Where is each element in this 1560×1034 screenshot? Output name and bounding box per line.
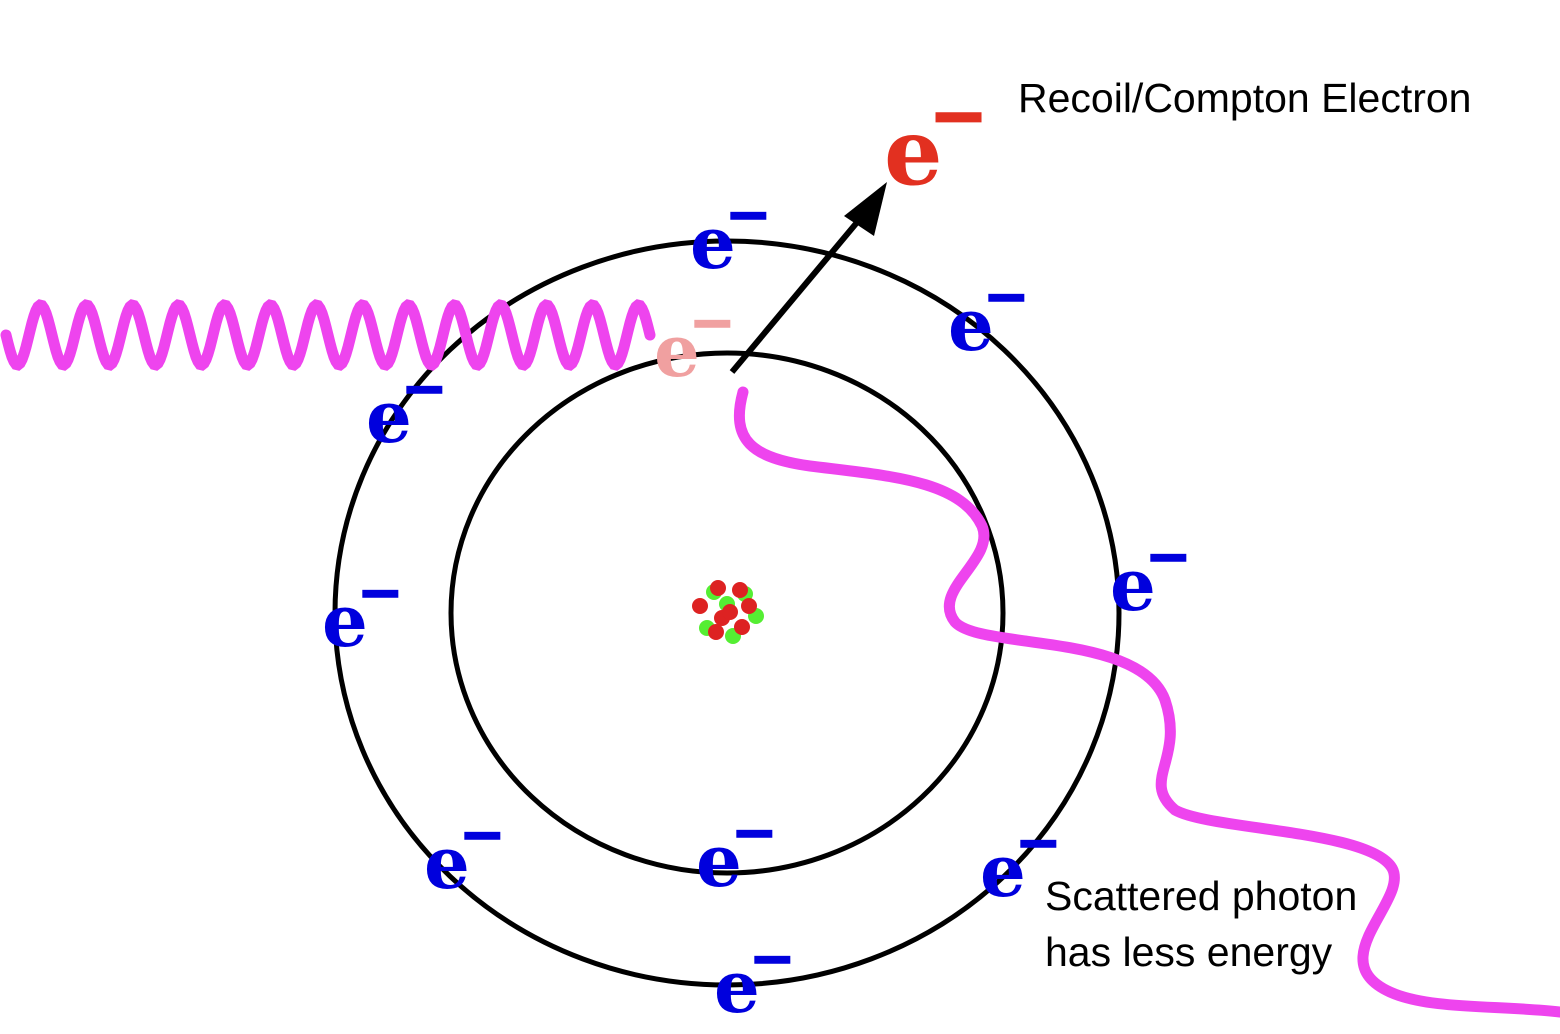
inner-electron-bottom: e (696, 818, 773, 903)
electron-symbol: e (980, 828, 1026, 913)
scattered-photon-label-line2: has less energy (1045, 929, 1333, 975)
electron-symbol: e (1110, 542, 1156, 627)
negative-charge-sign (730, 211, 767, 220)
negative-charge-sign (1150, 553, 1187, 562)
recoil-electron: e (884, 98, 982, 206)
proton-dot (734, 619, 750, 635)
vacated-electron: e (654, 308, 731, 393)
electron-symbol: e (424, 820, 470, 905)
outer-electron-upper-right: e (948, 282, 1025, 367)
proton-dot (692, 598, 708, 614)
electron-symbol: e (884, 98, 943, 206)
negative-charge-sign (988, 293, 1025, 302)
outer-electron-top: e (690, 200, 767, 285)
negative-charge-sign (694, 319, 731, 328)
negative-charge-sign (362, 589, 399, 598)
proton-dot (732, 582, 748, 598)
electron-symbol: e (948, 282, 994, 367)
outer-electron-bottom: e (714, 944, 791, 1029)
electron-symbol: e (714, 944, 760, 1029)
negative-charge-sign (406, 385, 443, 394)
electron-symbol: e (690, 200, 736, 285)
scattered-photon-wave (733, 386, 1560, 1018)
recoil-electron-label: Recoil/Compton Electron (1018, 75, 1471, 121)
outer-shell-orbit (332, 238, 1122, 988)
outer-electron-right: e (1110, 542, 1187, 627)
electron-symbol: e (366, 374, 412, 459)
incident-photon-wave (0, 299, 656, 371)
proton-dot (722, 604, 738, 620)
outer-electron-lower-right: e (980, 828, 1057, 913)
proton-dot (708, 624, 724, 640)
negative-charge-sign (935, 112, 982, 123)
negative-charge-sign (1020, 839, 1057, 848)
proton-dot (741, 598, 757, 614)
electron-symbol: e (696, 818, 742, 903)
inner-shell-orbit (448, 350, 1006, 876)
outer-electron-left: e (322, 578, 399, 663)
scattered-photon-label-line1: Scattered photon (1045, 873, 1357, 919)
negative-charge-sign (464, 831, 501, 840)
electron-symbol: e (654, 308, 700, 393)
negative-charge-sign (736, 829, 773, 838)
nucleus-icon (692, 580, 764, 644)
proton-dot (710, 580, 726, 596)
negative-charge-sign (754, 955, 791, 964)
electron-symbol: e (322, 578, 368, 663)
outer-electron-upper-left: e (366, 374, 443, 459)
outer-electron-lower-left: e (424, 820, 501, 905)
recoil-trajectory-arrow (729, 182, 887, 374)
